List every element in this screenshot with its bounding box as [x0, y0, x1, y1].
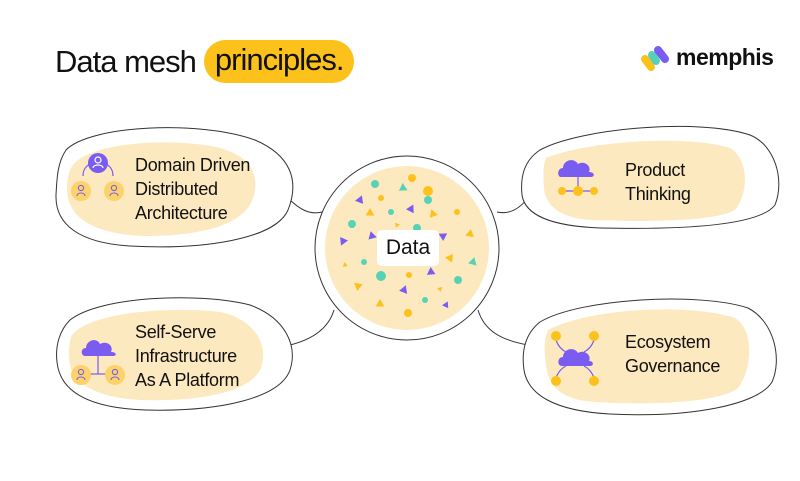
particle-triangle: [465, 229, 474, 238]
particle-dot: [408, 174, 416, 182]
label-line: Architecture: [135, 203, 228, 223]
particle-triangle: [429, 209, 438, 218]
label-line: Thinking: [625, 184, 691, 204]
label-line: As A Platform: [135, 370, 240, 390]
memphis-logo-icon: [641, 45, 669, 71]
node-domain: [55, 127, 294, 248]
node-selfserve: [56, 297, 293, 411]
particle-dot: [361, 259, 367, 265]
connector-top-left: [287, 197, 323, 214]
particle-dot: [454, 209, 460, 215]
particle-triangle: [375, 299, 385, 307]
particle-triangle: [437, 287, 443, 292]
particle-dot: [404, 309, 412, 317]
label-line: Domain Driven: [135, 155, 251, 175]
title-highlight: principles.: [203, 40, 355, 83]
node-ecosystem: [522, 298, 777, 416]
particle-dot: [406, 272, 412, 278]
particle-triangle: [354, 282, 363, 291]
data-particles: [340, 174, 477, 317]
connector-bottom-left: [289, 309, 335, 346]
brand-logo: memphis: [640, 44, 774, 71]
cloud-network-icon: [558, 160, 598, 196]
particle-triangle: [395, 222, 400, 228]
node-blob: [543, 140, 745, 221]
label-line: Infrastructure: [135, 346, 237, 366]
particle-dot: [376, 271, 386, 281]
particle-triangle: [445, 254, 453, 263]
node-product-label: Product Thinking: [625, 158, 691, 206]
particle-dot: [388, 209, 394, 215]
connector-bottom-right: [477, 309, 529, 346]
title-plain: Data mesh: [55, 43, 197, 79]
particle-dot: [424, 196, 432, 204]
particle-dot: [371, 180, 379, 188]
label-line: Product: [625, 160, 685, 180]
particle-triangle: [438, 233, 448, 241]
node-blob: [66, 142, 256, 236]
node-selfserve-label: Self-Serve Infrastructure As A Platform: [135, 320, 239, 392]
particle-triangle: [365, 208, 375, 216]
cloud-users-icon: [71, 340, 125, 385]
particle-triangle: [355, 195, 364, 204]
page-title: Data mesh principles.: [55, 40, 355, 83]
label-line: Distributed: [135, 179, 218, 199]
label-line: Self-Serve: [135, 322, 217, 342]
particle-triangle: [342, 262, 348, 267]
particle-triangle: [398, 183, 408, 191]
label-line: Ecosystem: [625, 332, 711, 352]
label-line: Governance: [625, 356, 721, 376]
particle-triangle: [340, 237, 348, 246]
brand-name: memphis: [676, 44, 774, 70]
particle-dot: [378, 195, 384, 201]
team-hierarchy-icon: [71, 153, 124, 201]
cloud-hub-icon: [551, 331, 599, 386]
particle-triangle: [406, 204, 414, 214]
particle-triangle: [468, 257, 477, 266]
particle-dot: [454, 276, 462, 284]
node-product: [521, 125, 780, 229]
particle-triangle: [426, 267, 436, 275]
particle-triangle: [399, 285, 408, 294]
particle-dot: [422, 297, 428, 303]
particle-triangle: [442, 301, 449, 309]
particle-dot: [348, 220, 356, 228]
center-label: Data: [377, 230, 439, 266]
particle-dot: [423, 186, 433, 196]
particle-triangle: [368, 231, 377, 240]
node-domain-label: Domain Driven Distributed Architecture: [135, 153, 250, 225]
node-ecosystem-label: Ecosystem Governance: [625, 330, 720, 378]
